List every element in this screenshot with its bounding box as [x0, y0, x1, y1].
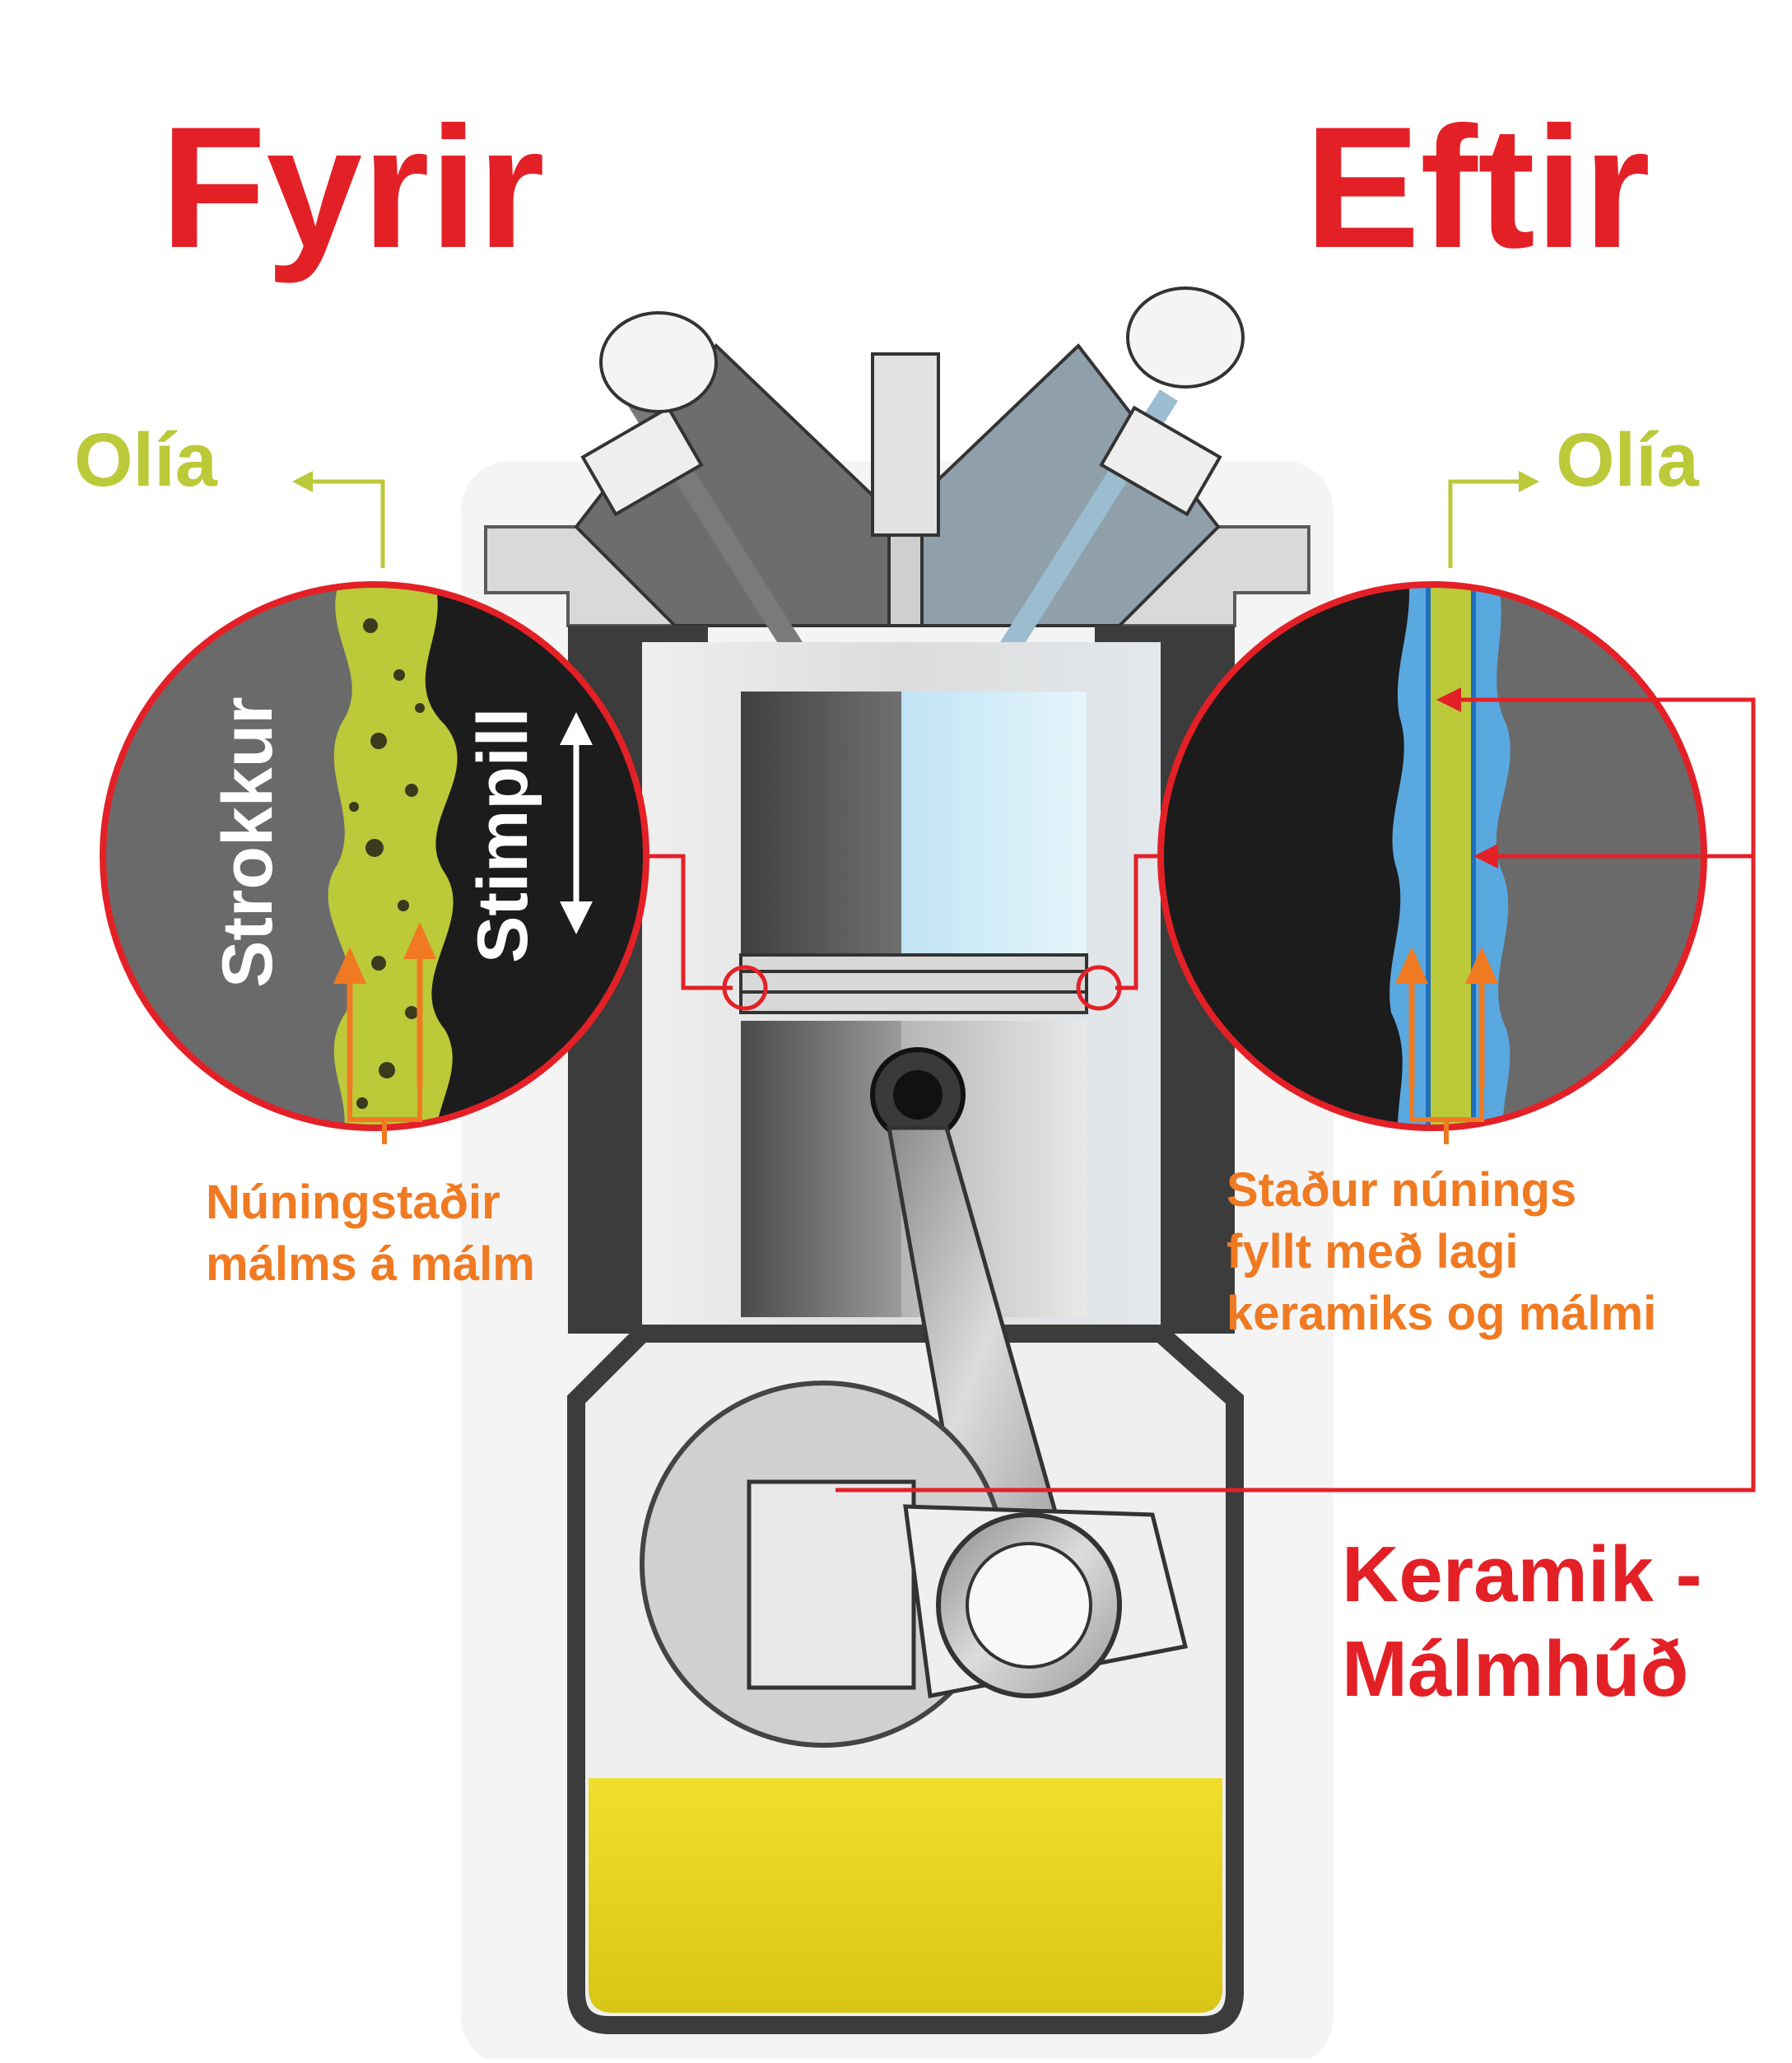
right-connector: [1115, 854, 1161, 990]
caption-before-line1: Núningstaðir: [206, 1176, 500, 1229]
combustion-chamber-before: [741, 692, 901, 963]
combustion-chamber-after: [901, 692, 1087, 963]
oil-film-smooth: [1428, 584, 1473, 1128]
right-detail-marker: [1076, 965, 1122, 1011]
contact-arrows-before: [333, 922, 436, 1144]
exhaust-valve-spring: [1099, 405, 1222, 517]
intake-valve-spring: [580, 405, 704, 517]
coating-label-line1: Keramik -: [1342, 1530, 1702, 1618]
zoom-frame-before: [100, 581, 649, 1131]
piston-motion-arrow: [560, 712, 593, 934]
coating-pointers: [835, 687, 1756, 1493]
oil-pointer-after: [1448, 471, 1539, 568]
zoom-connectors: [646, 854, 1161, 1011]
oil-particles: [349, 618, 425, 1109]
caption-before-line2: málms á málm: [206, 1237, 535, 1291]
crank-journal-bore: [966, 1542, 1092, 1669]
piston-crown: [739, 953, 1088, 1014]
caption-after-line3: keramiks og málmi: [1226, 1287, 1656, 1340]
oil-film-rough: [328, 584, 458, 1128]
exhaust-cam: [1126, 286, 1245, 389]
spark-plug-body: [871, 352, 940, 537]
left-detail-marker: [722, 965, 768, 1011]
coating-label-line2: Málmhúð: [1342, 1625, 1688, 1713]
sump-oil: [589, 1778, 1222, 2013]
heading-before: Fyrir: [161, 91, 545, 284]
piston-label: Stimpill: [463, 707, 542, 963]
spark-plug-tip: [887, 533, 924, 627]
crank-arm: [747, 1479, 916, 1690]
oil-label-after: Olía: [1556, 418, 1700, 502]
engine-illustration: [461, 286, 1334, 2063]
left-connector: [646, 854, 733, 990]
coating-left: [1389, 584, 1428, 1128]
contact-arrows-after: [1395, 947, 1498, 1144]
heading-after: Eftir: [1305, 91, 1650, 284]
oil-pointer-before: [292, 471, 385, 568]
intake-cam: [599, 311, 718, 413]
caption-after-line2: fyllt með lagi: [1226, 1225, 1519, 1278]
caption-after-line1: Staður núnings: [1226, 1163, 1576, 1217]
zoom-after: Olía Staður núnings fyllt með lagi keram…: [835, 418, 1756, 1713]
cylinder-label: Strokkur: [208, 696, 287, 988]
wrist-pin-hole: [893, 1070, 943, 1120]
piston-skirt-before: [741, 1021, 901, 1317]
oil-label-before: Olía: [74, 418, 218, 502]
